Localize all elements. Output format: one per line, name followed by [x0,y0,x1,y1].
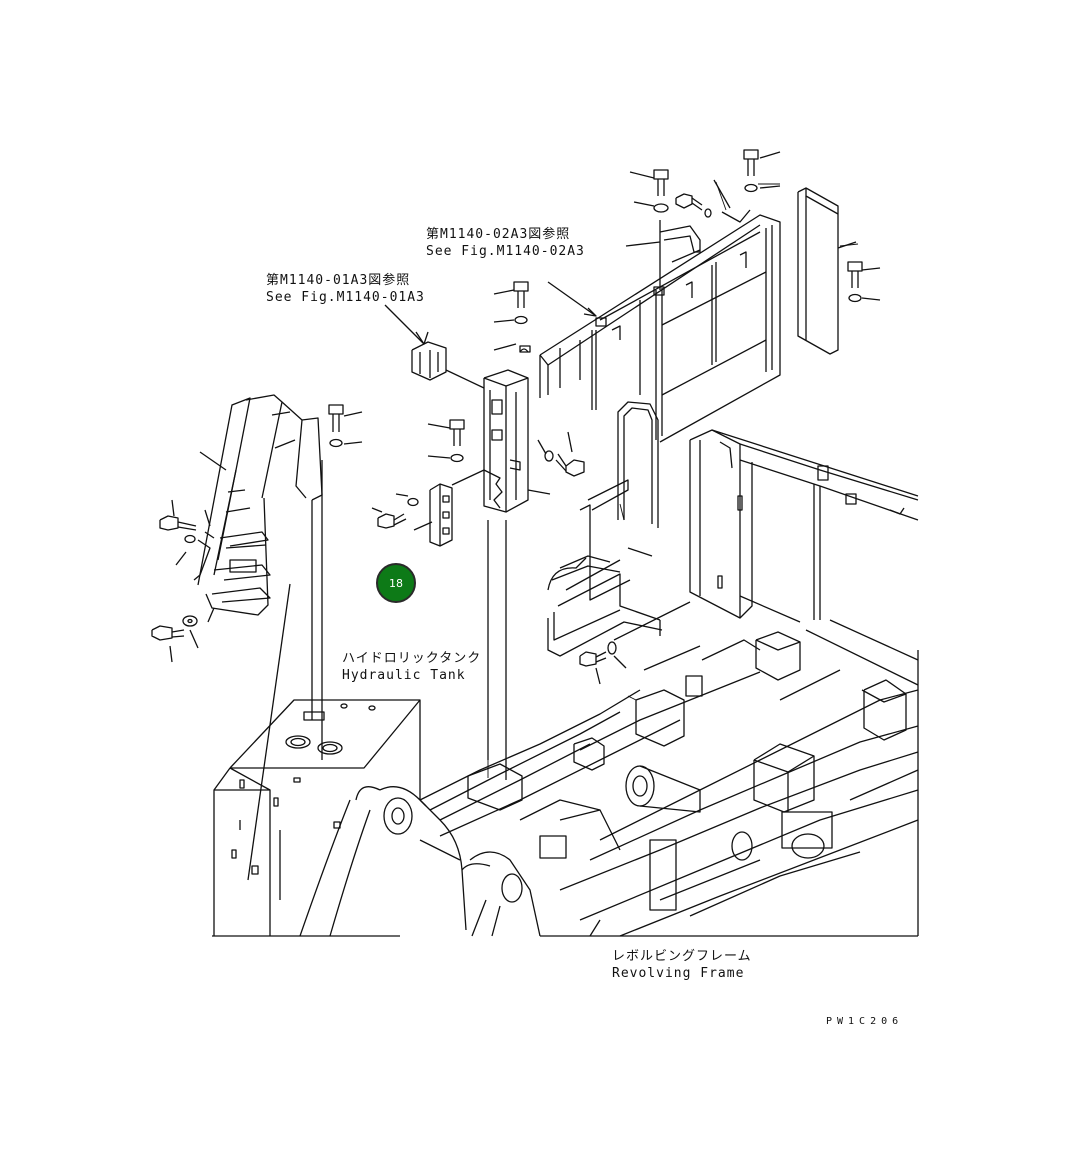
revolving-frame [299,631,919,937]
center-bracket [483,369,551,780]
leader-lines [487,181,859,778]
revolving-frame-label-jp: レボルビングフレーム [612,949,752,964]
revolving-frame-label-en: Revolving Frame [612,966,745,981]
hydraulic-tank-label-jp: ハイドロリックタンク [342,651,482,666]
side-panel [797,187,857,355]
ref-label-01a3: 第M1140-01A3図参照 See Fig.M1140-01A3 [266,272,425,306]
left-bolts [151,451,227,663]
top-right-bolts [493,149,881,351]
part-callout-badge[interactable]: 18 [376,563,416,603]
ref-label-02a3-jp: 第M1140-02A3図参照 [426,227,571,242]
drawing-code: PW1C206 [826,1016,904,1027]
ref-label-02a3-en: See Fig.M1140-02A3 [426,244,585,259]
right-ladder [547,401,663,657]
middle-bolts [371,419,585,529]
revolving-frame-label: レボルビングフレーム Revolving Frame [612,948,752,982]
upper-left-bolts [311,404,363,760]
hydraulic-tank-label-en: Hydraulic Tank [342,668,466,683]
ref-label-02a3: 第M1140-02A3図参照 See Fig.M1140-02A3 [426,226,585,260]
hydraulic-tank [212,583,427,937]
top-rail-frame [519,214,781,443]
notched-plate [413,469,485,547]
lower-right-bolts [579,601,691,685]
hydraulic-tank-label: ハイドロリックタンク Hydraulic Tank [342,650,481,684]
ref-label-01a3-jp: 第M1140-01A3図参照 [266,273,411,288]
left-ladder [193,394,323,623]
ref-bracket-01a3 [384,304,485,389]
cab-frame [689,429,919,686]
ref-label-01a3-en: See Fig.M1140-01A3 [266,290,425,305]
